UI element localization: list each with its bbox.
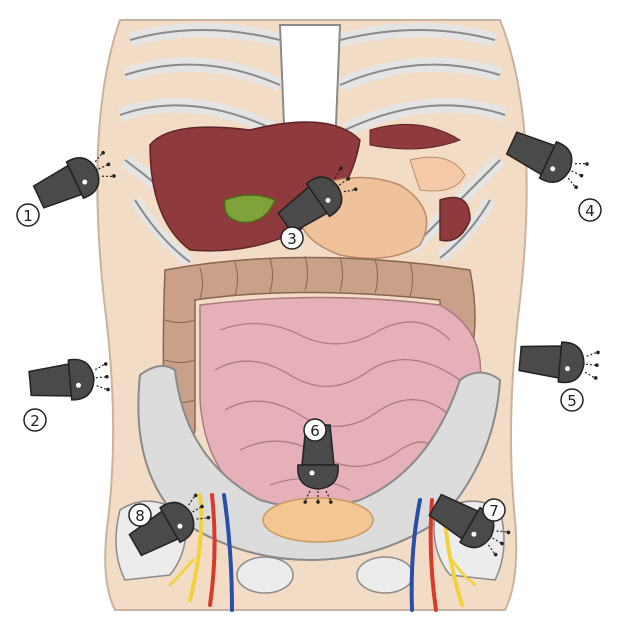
probe-marker-dot: [310, 471, 315, 476]
probe-number-label: 1: [23, 207, 33, 225]
probe-2: 2: [24, 357, 110, 431]
beam-arrow: [586, 364, 596, 365]
beam-arrow: [575, 159, 586, 168]
probe-head: [558, 342, 585, 384]
probe-5: 5: [518, 338, 600, 411]
probe-number-label: 6: [310, 422, 320, 440]
probe-number-label: 7: [489, 502, 499, 520]
beam-arrow-tip: [105, 375, 109, 379]
probe-handle: [519, 343, 562, 378]
probe-number-label: 4: [585, 202, 595, 220]
beam-arrow: [585, 372, 595, 378]
beam-arrow: [587, 352, 597, 358]
ultrasound-probe-icon: [28, 357, 110, 404]
beam-arrow: [572, 171, 581, 175]
beam-arrow-tip: [595, 363, 599, 367]
beam-arrow-tip: [329, 500, 333, 504]
probe-number-label: 5: [567, 392, 577, 410]
beam-arrow-tip: [106, 388, 110, 392]
beam-arrow-tip: [303, 500, 307, 504]
pubis-right: [237, 557, 293, 593]
beam-arrow-tip: [579, 173, 584, 178]
beam-arrow: [96, 377, 106, 378]
beam-arrow-tip: [596, 351, 600, 355]
beam-arrow-tip: [585, 162, 590, 167]
probe-head: [68, 358, 95, 400]
probe-number-label: 3: [287, 230, 297, 248]
beam-arrow-tip: [316, 500, 320, 504]
beam-arrow: [97, 385, 107, 391]
pubis-left: [357, 557, 413, 593]
beam-arrow-tip: [104, 362, 108, 366]
beam-arrow-tip: [594, 376, 598, 380]
beam-arrow: [95, 364, 105, 370]
ultrasound-probe-icon: [518, 338, 600, 385]
probe-number-label: 2: [30, 412, 40, 430]
probe-number-label: 8: [135, 507, 145, 525]
probe-handle: [29, 364, 72, 399]
bladder: [263, 498, 373, 542]
